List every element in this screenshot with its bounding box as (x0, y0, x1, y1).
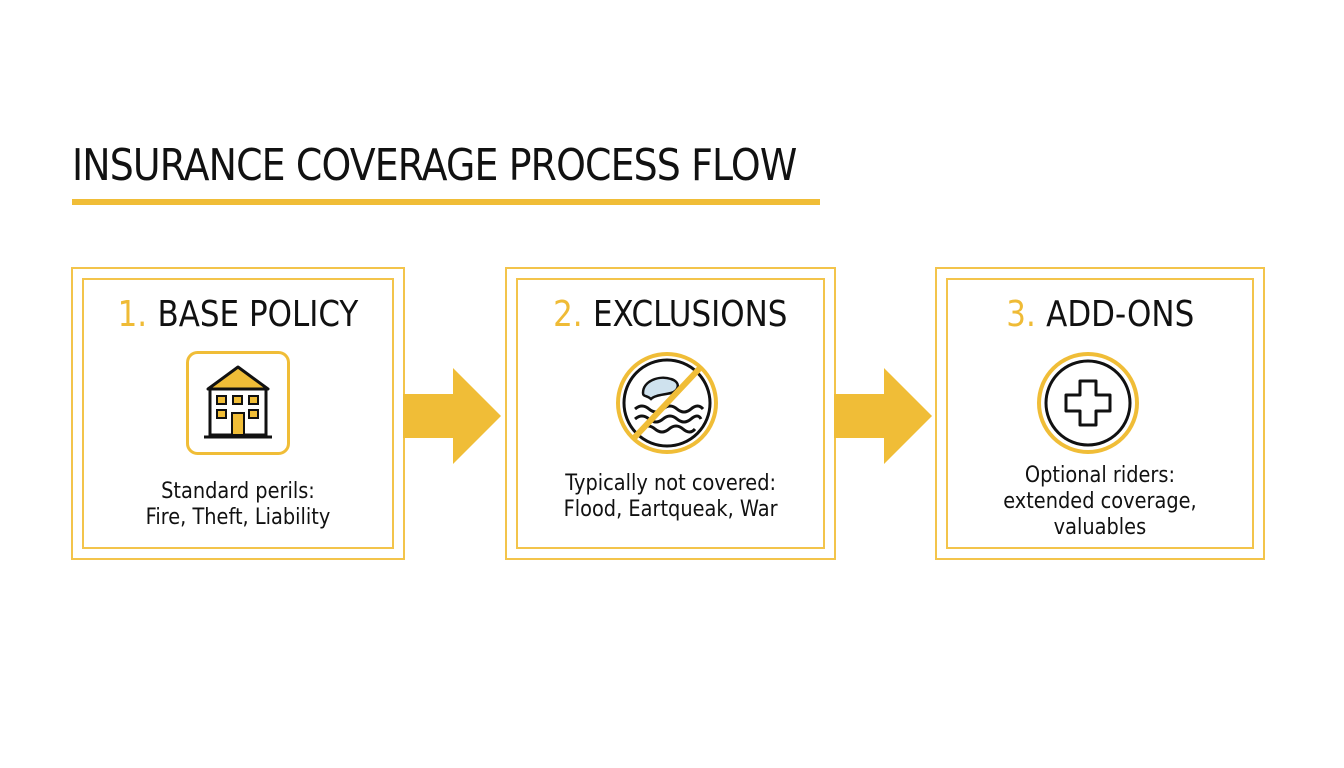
step-card-base-policy: 1.BASE POLICY Standard perils: Fire, The… (71, 267, 405, 560)
card-inner-border (946, 278, 1254, 549)
step-heading: 3.ADD-ONS (937, 293, 1263, 337)
step-number: 3. (1006, 294, 1036, 335)
step-number: 1. (117, 294, 148, 335)
step-heading: 2.EXCLUSIONS (507, 293, 834, 337)
description-line: extended coverage, (1003, 489, 1197, 514)
diagram-title: INSURANCE COVERAGE PROCESS FLOW (72, 140, 797, 191)
step-label: BASE POLICY (157, 294, 359, 335)
step-card-add-ons: 3.ADD-ONS Optional riders: extended cove… (935, 267, 1265, 560)
plus-circle-icon (1036, 351, 1140, 455)
step-description: Typically not covered: Flood, Eartqueak,… (507, 471, 834, 523)
arrow-right-icon (403, 368, 501, 464)
step-description: Standard perils: Fire, Theft, Liability (73, 479, 403, 531)
description-line: Standard perils: (161, 479, 315, 504)
title-underline (72, 199, 820, 205)
step-number: 2. (553, 294, 583, 335)
description-line: Optional riders: (1024, 463, 1176, 488)
description-line: Typically not covered: (565, 471, 776, 496)
description-line: valuables (1053, 515, 1147, 540)
step-label: EXCLUSIONS (593, 294, 788, 335)
arrow-right-icon (834, 368, 932, 464)
card-inner-border (516, 278, 825, 549)
no-flood-icon (615, 351, 719, 455)
house-icon (186, 351, 290, 455)
step-description: Optional riders: extended coverage, valu… (937, 463, 1263, 541)
step-card-exclusions: 2.EXCLUSIONS Typically not covered: Floo… (505, 267, 836, 560)
description-line: Flood, Eartqueak, War (563, 497, 778, 522)
description-line: Fire, Theft, Liability (145, 505, 331, 530)
card-inner-border (82, 278, 394, 549)
step-heading: 1.BASE POLICY (73, 293, 403, 337)
step-label: ADD-ONS (1045, 294, 1194, 335)
